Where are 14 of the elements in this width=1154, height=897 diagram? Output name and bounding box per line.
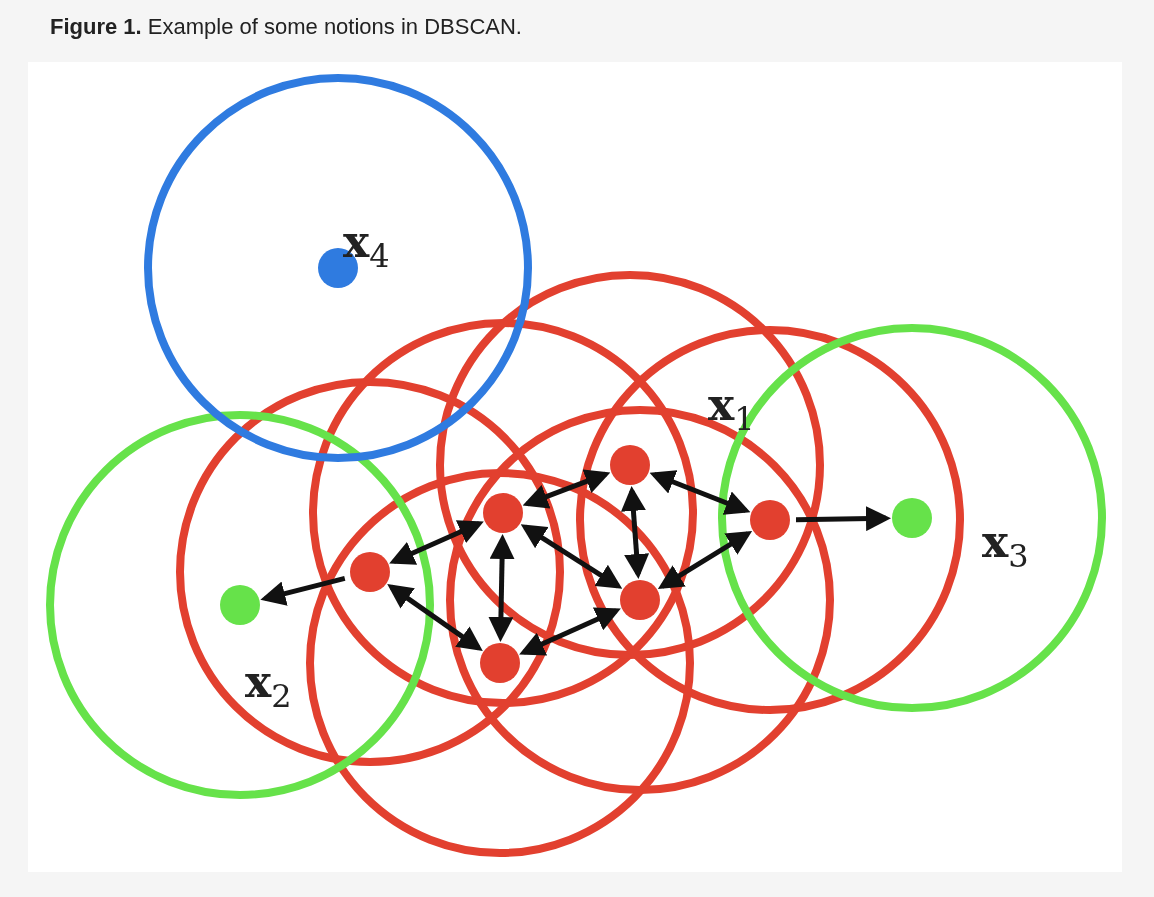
double-arrow: [522, 469, 611, 509]
double-arrow: [389, 520, 484, 565]
double-arrow: [387, 584, 483, 651]
figure-caption: Figure 1. Example of some notions in DBSCAN.: [50, 14, 522, 40]
arrow: [260, 575, 346, 606]
double-arrow: [657, 531, 753, 589]
double-arrow: [488, 534, 515, 642]
point-label: x$_{4}$: [343, 220, 390, 272]
point-label: x$_{2}$: [245, 660, 292, 712]
double-arrow: [519, 607, 621, 656]
double-arrow: [649, 470, 751, 515]
point-label: x$_{3}$: [982, 520, 1029, 572]
double-arrow: [520, 524, 623, 589]
double-arrow: [620, 485, 650, 580]
